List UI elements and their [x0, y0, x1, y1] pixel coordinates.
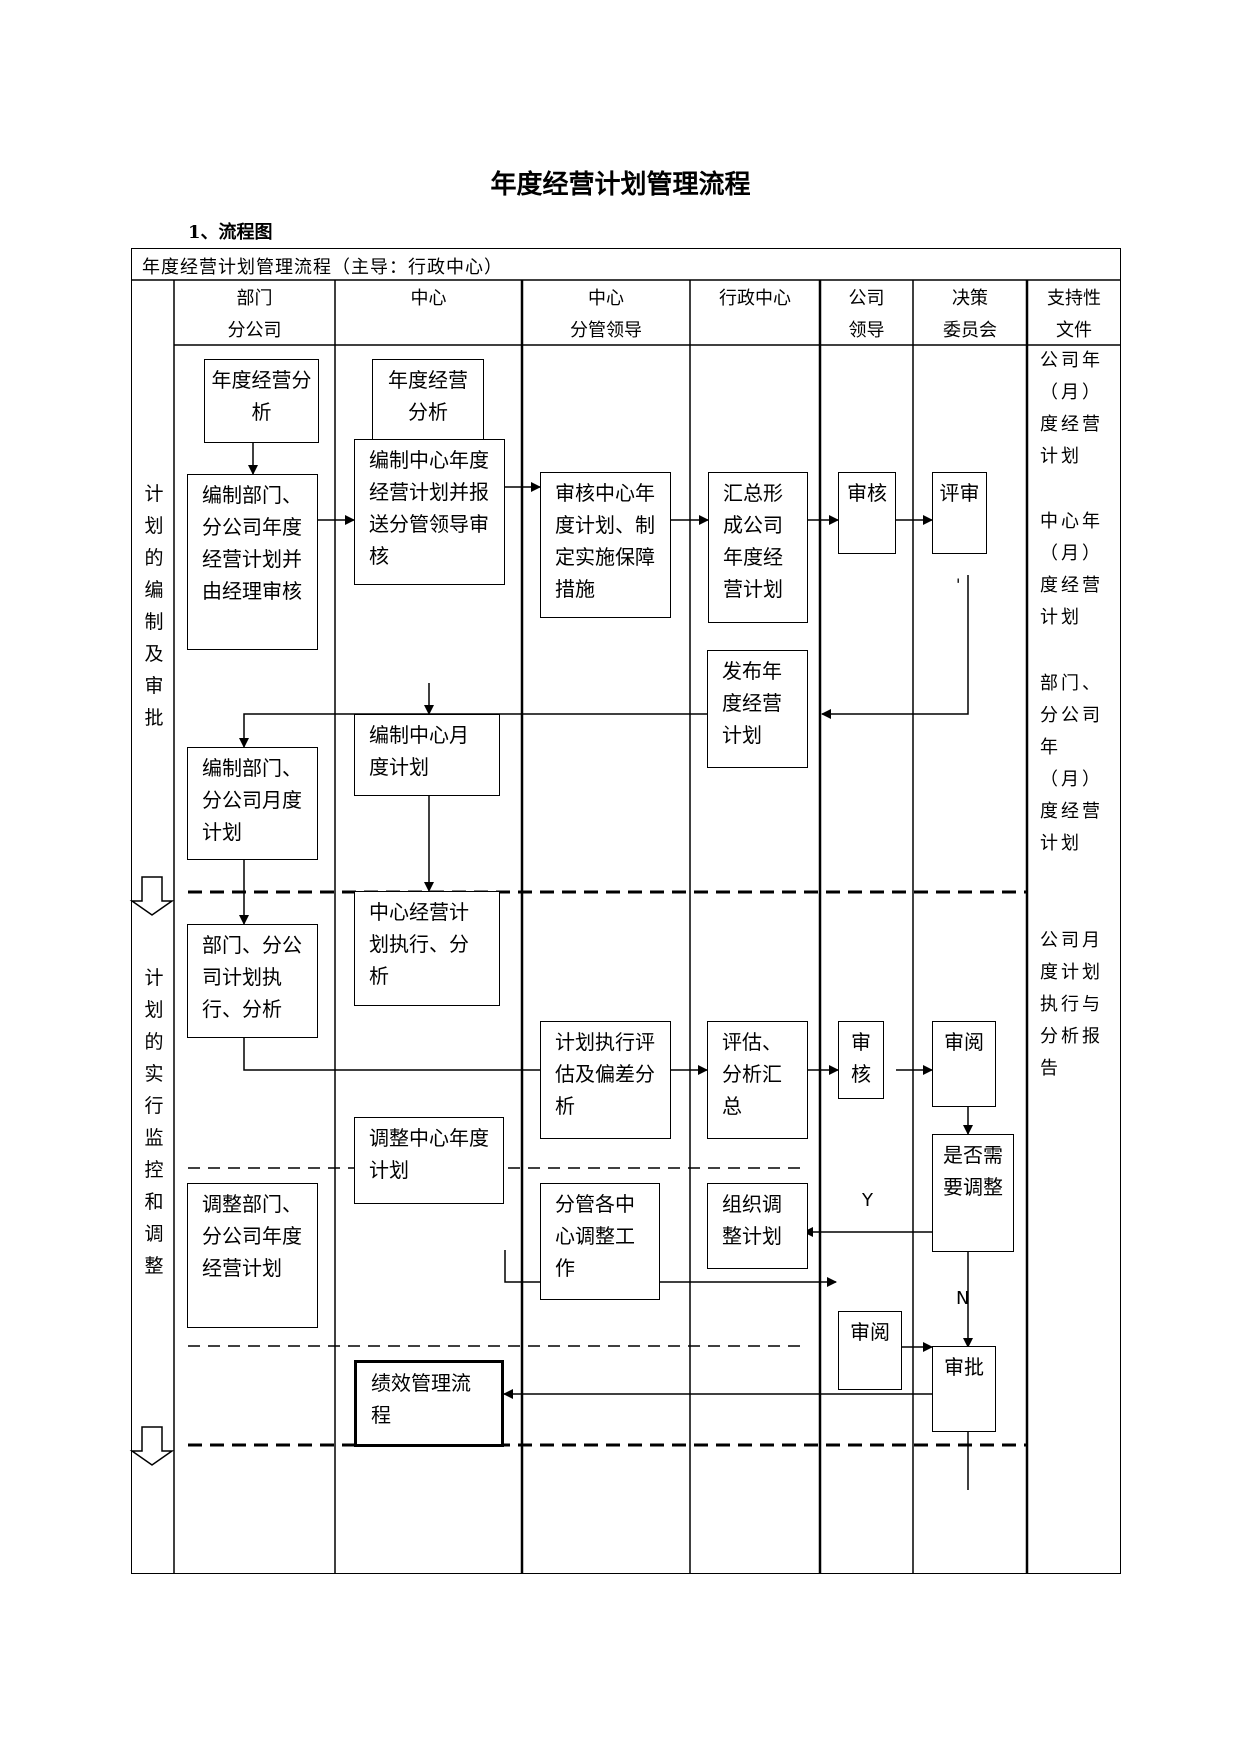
column-header-line2: 文件 — [1056, 320, 1092, 341]
box-company-review-2: 审核 — [838, 1021, 884, 1099]
box-dept-execution: 部门、分公司计划执行、分析 — [187, 924, 318, 1038]
box-admin-evaluation: 评估、分析汇总 — [707, 1021, 808, 1139]
phase-label-planning: 计划的编制及审批 — [144, 483, 164, 729]
column-header-line1: 中心 — [410, 288, 447, 309]
column-header-line2: 分公司 — [227, 320, 282, 341]
box-committee-review: 评审 — [932, 472, 987, 554]
phase-arrow-1 — [129, 876, 175, 916]
box-admin-adjust: 组织调整计划 — [707, 1183, 808, 1269]
box-center-execution: 中心经营计划执行、分析 — [354, 891, 500, 1006]
box-adjust-decision: 是否需要调整 — [932, 1134, 1014, 1252]
column-header-committee: 决策 委员会 — [915, 283, 1025, 347]
support-doc-company-plan: 公司年（月）度经营计划 — [1040, 350, 1103, 467]
box-leader-evaluation: 计划执行评估及偏差分析 — [540, 1021, 671, 1139]
box-leader-review: 审核中心年度计划、制定实施保障措施 — [540, 472, 671, 618]
flowchart-title: 年度经营计划管理流程（主导：行政中心） — [142, 257, 503, 278]
column-header-line1: 决策 — [952, 288, 988, 309]
column-header-line2: 分管领导 — [570, 320, 642, 341]
section-heading: 1、流程图 — [188, 222, 273, 243]
box-dept-annual-plan: 编制部门、分公司年度经营计划并由经理审核 — [187, 474, 318, 650]
page-title: 年度经营计划管理流程 — [490, 170, 751, 200]
box-dept-adjust: 调整部门、分公司年度经营计划 — [187, 1183, 318, 1328]
box-committee-read: 审阅 — [932, 1021, 996, 1107]
column-header-line1: 支持性 — [1047, 288, 1101, 309]
box-dept-annual-analysis: 年度经营分析 — [204, 359, 319, 443]
box-center-monthly-plan: 编制中心月度计划 — [354, 714, 500, 796]
column-header-line2: 领导 — [848, 320, 885, 341]
column-header-company: 公司 领导 — [822, 283, 911, 347]
column-header-line2: 委员会 — [943, 320, 997, 341]
box-company-read: 审阅 — [838, 1311, 902, 1390]
label-yes: Y — [862, 1190, 873, 1211]
column-header-line1: 公司 — [848, 288, 885, 309]
arrow-adjust-to-co — [504, 1250, 837, 1287]
box-company-review: 审核 — [838, 472, 896, 554]
tick-mark: ' — [956, 575, 961, 594]
box-center-annual-plan: 编制中心年度经营计划并报送分管领导审核 — [354, 439, 505, 585]
arrow-publish-to-deptmonth — [239, 713, 707, 748]
box-publish-annual-plan: 发布年度经营计划 — [707, 650, 808, 768]
arrow-committee-to-publish — [821, 575, 969, 719]
column-header-line1: 行政中心 — [719, 288, 791, 309]
label-no: N — [956, 1288, 970, 1309]
box-committee-approve: 审批 — [932, 1346, 996, 1432]
column-header-line1: 部门 — [236, 288, 273, 309]
support-doc-monthly-report: 公司月度计划执行与分析报告 — [1040, 930, 1103, 1079]
column-header-admin: 行政中心 — [692, 283, 818, 315]
column-header-center: 中心 — [337, 283, 520, 315]
support-doc-center-plan: 中心年（月）度经营计划 — [1040, 511, 1103, 628]
support-doc-dept-plan: 部门、分公司年（月）度经营计划 — [1040, 673, 1103, 854]
box-center-annual-analysis: 年度经营分析 — [372, 359, 484, 443]
phase-label-monitoring: 计划的实行监控和调整 — [144, 967, 164, 1277]
box-leader-adjust: 分管各中心调整工作 — [540, 1183, 660, 1300]
box-performance-process: 绩效管理流程 — [354, 1360, 504, 1447]
box-dept-monthly-plan: 编制部门、分公司月度计划 — [187, 747, 318, 860]
column-header-dept: 部门 分公司 — [176, 283, 333, 347]
column-header-leader: 中心 分管领导 — [524, 283, 688, 347]
phase-arrow-2 — [129, 1426, 175, 1466]
box-admin-summary: 汇总形成公司年度经营计划 — [708, 472, 808, 623]
box-center-adjust: 调整中心年度计划 — [354, 1117, 504, 1204]
column-header-support: 支持性 文件 — [1029, 283, 1119, 347]
column-header-line1: 中心 — [588, 288, 624, 309]
flowchart-frame — [131, 248, 1121, 1574]
